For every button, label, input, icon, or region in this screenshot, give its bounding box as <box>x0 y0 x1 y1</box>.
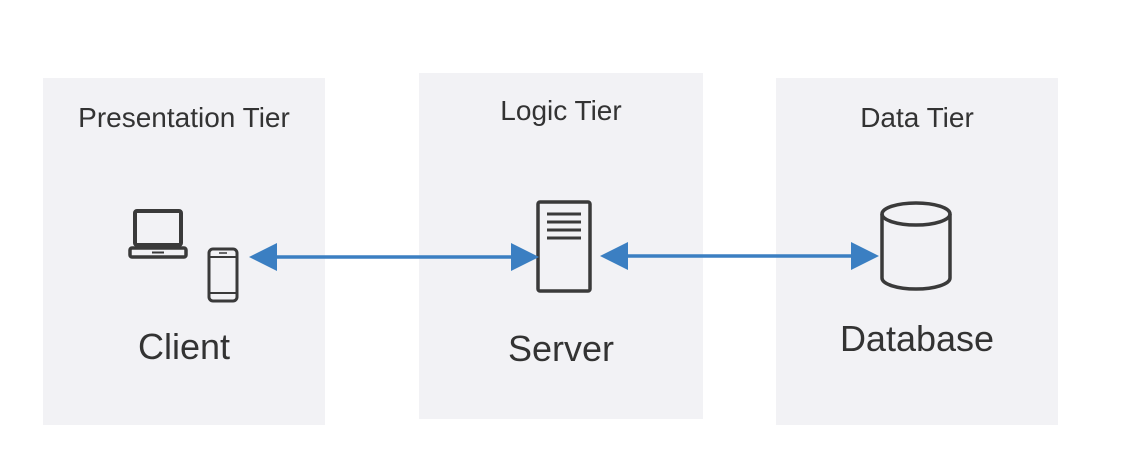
server-label: Server <box>507 328 615 369</box>
client-label: Client <box>137 326 231 367</box>
database-icon <box>880 201 952 291</box>
logic-tier-title: Logic Tier <box>500 95 622 126</box>
laptop-icon <box>128 209 188 259</box>
database-label: Database <box>839 318 995 359</box>
data-tier-panel: Data Tier Database <box>776 78 1058 425</box>
mobile-phone-icon <box>207 247 239 303</box>
presentation-tier-title: Presentation Tier <box>78 102 290 133</box>
data-tier-title: Data Tier <box>860 102 974 133</box>
